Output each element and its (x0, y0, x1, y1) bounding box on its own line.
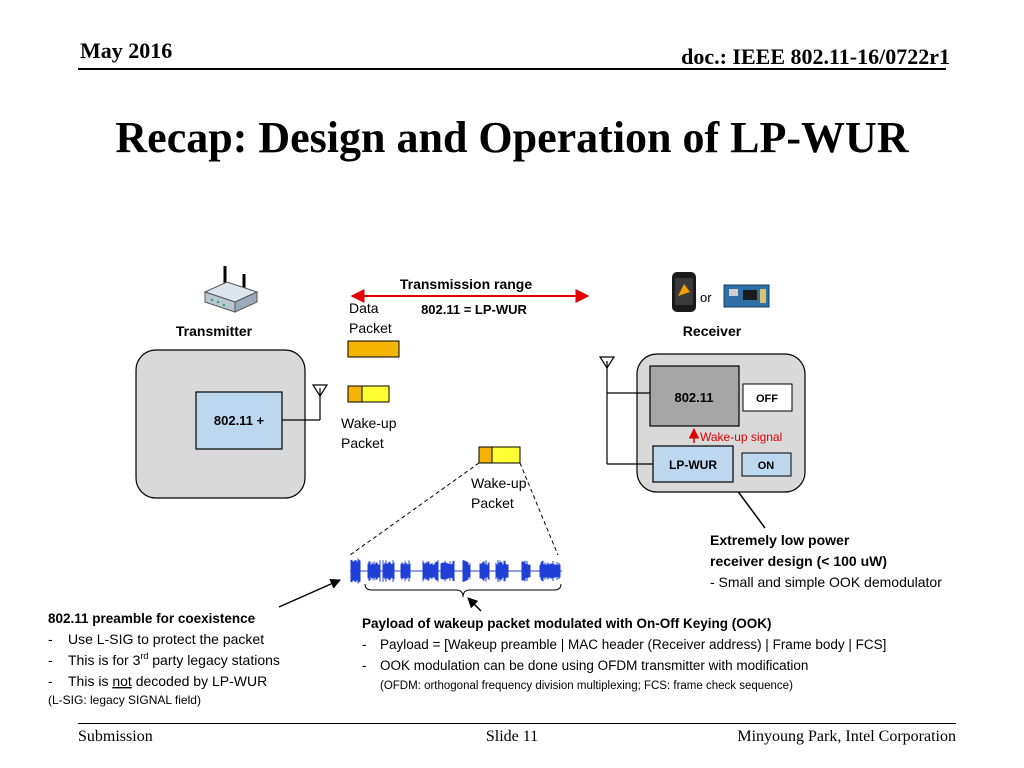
wakeup-packet-1-label-1: Wake-up (341, 415, 397, 431)
payload-bullet-1: Payload = [Wakeup preamble | MAC header … (380, 637, 886, 652)
payload-bullet-1-dash: - (362, 636, 367, 652)
preamble-heading: 802.11 preamble for coexistence (48, 611, 256, 626)
ook-burst (462, 560, 471, 582)
preamble-bullet-3-dash: - (48, 673, 53, 689)
ook-burst (400, 560, 411, 582)
low-power-line-3: - Small and simple OOK demodulator (710, 574, 942, 590)
equation-label: 802.11 = LP-WUR (421, 302, 527, 317)
wakeup-signal-label: Wake-up signal (700, 430, 782, 444)
low-power-line-2: receiver design (< 100 uW) (710, 553, 887, 569)
preamble-pointer-arrow (278, 579, 341, 608)
receiver-radio-label: 802.11 (674, 390, 713, 405)
data-packet (347, 340, 400, 358)
low-power-line-1: Extremely low power (710, 532, 850, 548)
access-point-icon (203, 266, 259, 313)
header-date: May 2016 (80, 38, 173, 63)
transmitter-label: Transmitter (176, 323, 253, 339)
wakeup-packet-2 (478, 446, 521, 464)
preamble-bullet-2-dash: - (48, 652, 53, 668)
lpwur-state-label: ON (758, 460, 775, 472)
preamble-note: (L-SIG: legacy SIGNAL field) (48, 693, 201, 707)
transmitter-radio (195, 391, 283, 450)
ook-burst (382, 560, 395, 582)
payload-heading: Payload of wakeup packet modulated with … (362, 616, 772, 631)
zoom-line-right (519, 462, 559, 556)
ook-burst (422, 560, 439, 582)
wakeup-packet-2-label-2: Packet (471, 495, 514, 511)
receiver-antenna-icon (598, 356, 653, 465)
ook-burst (539, 560, 561, 582)
wakeup-packet-1-label-2: Packet (341, 435, 384, 451)
slide-title: Recap: Design and Operation of LP-WUR (115, 113, 909, 162)
or-label: or (700, 290, 712, 305)
preamble-bullet-3: This is not decoded by LP-WUR (68, 673, 267, 689)
payload-bullet-2: OOK modulation can be done using OFDM tr… (380, 658, 808, 673)
radio-state-label: OFF (756, 393, 778, 405)
footer-divider (78, 723, 956, 724)
ook-burst (521, 560, 531, 582)
wakeup-packet-2-label-1: Wake-up (471, 475, 527, 491)
transmission-range-label: Transmission range (400, 276, 532, 292)
sensor-board-icon (723, 284, 770, 308)
header-divider (78, 68, 946, 70)
data-packet-label-2: Packet (349, 320, 392, 336)
radio-state-badge (742, 383, 793, 412)
preamble-bullet-1-dash: - (48, 631, 53, 647)
footer-submission: Submission (78, 728, 153, 745)
receiver-label: Receiver (683, 323, 742, 339)
footer-author: Minyoung Park, Intel Corporation (737, 728, 956, 745)
footer-slide-number: Slide 11 (485, 728, 539, 745)
ook-burst (495, 560, 509, 582)
payload-note: (OFDM: orthogonal frequency division mul… (380, 680, 793, 692)
smartphone-icon (672, 272, 696, 312)
payload-bullet-2-dash: - (362, 657, 367, 673)
header-doc-id: doc.: IEEE 802.11-16/0722r1 (681, 44, 950, 69)
lpwur-state-badge (741, 452, 792, 477)
ook-burst (350, 558, 361, 584)
zoom-line-left (349, 462, 480, 556)
ook-burst (367, 560, 381, 582)
payload-pointer-arrow (467, 597, 482, 612)
ook-waveform (350, 558, 562, 584)
ook-burst (479, 560, 490, 582)
preamble-bullet-2: This is for 3rd party legacy stations (68, 651, 280, 668)
preamble-bullet-1: Use L-SIG to protect the packet (68, 631, 264, 647)
ook-burst (440, 560, 455, 582)
payload-brace (364, 583, 562, 598)
transmitter-antenna-icon (282, 384, 329, 421)
transmitter-radio-label: 802.11 + (214, 413, 265, 428)
lpwur-radio-label: LP-WUR (669, 458, 717, 472)
wakeup-packet-1 (347, 385, 390, 403)
receiver-radio (649, 365, 740, 427)
data-packet-label-1: Data (349, 300, 379, 316)
